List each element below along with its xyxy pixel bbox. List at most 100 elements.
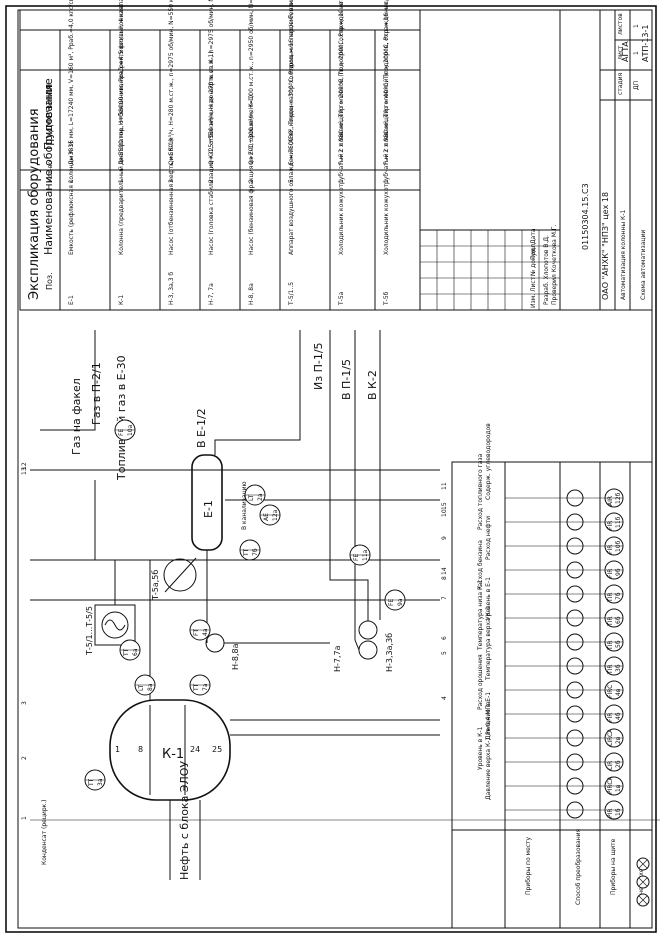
panel-label: Расход бензина <box>477 540 484 590</box>
row-qty: 2 <box>248 179 255 183</box>
sheet-name: Схема автоматизации <box>640 230 647 300</box>
person-1: Разраб. Хлопотов В.Д. <box>543 235 550 305</box>
instrument-tag: LT <box>138 684 145 691</box>
signal-number: 9 <box>441 536 448 540</box>
row-qty: 1 <box>68 179 75 183</box>
signal-number: 12 <box>21 462 28 470</box>
pump8-label: Н-8,8а <box>231 643 240 670</box>
row-qty: 1 <box>383 179 390 183</box>
instrument-num: 7а <box>202 683 209 691</box>
panel-tag: FIR <box>607 545 614 554</box>
tray-8: 8 <box>138 745 143 754</box>
row-name: Емкость (рефлюксная колонны К-1) <box>68 141 75 255</box>
panel-label: Температура верха К-1 <box>485 606 492 681</box>
panel-num: 6б <box>615 616 622 624</box>
condensate: Конденсат (рецирк.) <box>41 800 48 866</box>
from-p1: Из П-1/5 <box>312 342 325 390</box>
sheet: 1 <box>633 51 640 55</box>
automation-table: Приборы по месту Способ преобразования П… <box>451 423 653 929</box>
instrument-num: 7б <box>252 548 259 556</box>
row-qty: 1 <box>118 179 125 183</box>
row-note: Д=3836 мм, L=17240 мм, V=160 м³, Рраб.=4… <box>68 0 75 165</box>
panel-num: 2в <box>615 736 622 744</box>
signal-number: 7 <box>441 596 448 600</box>
row-qty: 2 <box>208 179 215 183</box>
panel-tag: PIR <box>607 808 614 818</box>
panel-label: Температура низа К-1 <box>477 580 484 651</box>
panel-num: 9б <box>615 568 622 576</box>
row-qty: 5 <box>288 179 295 183</box>
instrument-num: 11а <box>362 549 369 561</box>
header-name: Наименование оборудования <box>42 84 55 255</box>
panel-tag: TIR <box>607 592 614 603</box>
to-e12: В Е-1/2 <box>195 408 208 448</box>
header-pos: Поз. <box>45 272 54 290</box>
pump7-label: Н-7,7а <box>333 645 342 672</box>
panel-label: Содерж. углеводородов <box>485 423 492 500</box>
title-block: 01150304.15.С3 ОАО "АНХК" "НПЗ" цех 18 А… <box>419 9 653 311</box>
instrument-num: 8а <box>147 683 154 691</box>
panel-num: 10б <box>615 540 622 552</box>
title-role: Лист <box>530 276 537 292</box>
signal-number: 13 <box>21 467 28 475</box>
signal-number: 10 <box>441 509 448 517</box>
panel-label: Давление в Е-1 <box>485 692 492 740</box>
panel-num: 1б <box>615 808 622 816</box>
header-note: Примечание <box>42 78 55 150</box>
group: АТП-13-1 <box>641 25 650 62</box>
header-qty: Кол-во <box>47 161 54 182</box>
tray-25: 25 <box>212 745 222 754</box>
row-conversion: Способ преобразования <box>575 828 582 905</box>
vessel-label: Е-1 <box>202 500 215 518</box>
pump-n7 <box>358 620 378 640</box>
company: АГТА <box>621 41 630 62</box>
column-label: К-1 <box>162 747 184 762</box>
panel-num: 11б <box>615 516 622 528</box>
panel-label: Расход топливного газа <box>477 453 484 530</box>
instrument-tag: FT <box>193 629 200 636</box>
gas-to-flare: Газ на факел <box>70 378 83 455</box>
signal-number: 14 <box>441 567 448 575</box>
row-pos: Н-3, 3а,3 б <box>168 272 175 305</box>
panel-num: 4в <box>615 688 622 696</box>
sheet-border <box>5 5 657 933</box>
row-qty: 3 <box>168 179 175 183</box>
signal-number: 3 <box>21 701 28 705</box>
instrument-tag: FE <box>353 554 360 561</box>
instrument-num: 4а <box>202 628 209 636</box>
instrument-num: 6а <box>132 648 139 656</box>
tray-24: 24 <box>190 745 200 754</box>
panel-tag: FIR <box>607 521 614 530</box>
pump3-label: Н-3,3а,3б <box>385 633 394 672</box>
instrument-num: 9а <box>397 598 404 606</box>
row-pos: Т-5/1..5 <box>288 282 295 306</box>
sheets: 1 <box>633 24 640 28</box>
inner-frame <box>17 9 653 929</box>
panel-label: Уровень в Е-1 <box>485 577 492 620</box>
panel-tag: FIR <box>607 569 614 578</box>
to-k2: В К-2 <box>366 370 379 400</box>
row-note: Q=200÷300 м³/ч, Н=100 м.ст.ж., n=2950 об… <box>248 0 255 165</box>
row-pos: Н-7, 7а <box>208 283 215 305</box>
row-name: Холодильник кожухотрубчатый с плавающей … <box>338 0 345 255</box>
row-note: Q=325÷550 м³/ч, Н до 270 м.ст.ж., n=2975… <box>208 0 215 165</box>
row-name: Насос (головка стабилизации К-1, отбензи… <box>208 51 215 255</box>
instrument-num: 2а <box>257 493 264 501</box>
panel-tag: TIR <box>607 640 614 651</box>
signal-number: 2 <box>21 756 28 760</box>
pump-n3 <box>358 640 378 660</box>
row-field: Приборы по месту <box>525 836 532 895</box>
panel-tag: FIRC <box>607 685 614 698</box>
panel-tag: FIR <box>607 713 614 722</box>
oil-from: Нефть с блока ЭЛОУ <box>178 761 191 880</box>
instrument-tag: FE <box>118 429 125 436</box>
sheets-hdr: листов <box>617 13 624 35</box>
row-note: Q=560 м³/ч, Н=280 м.ст.ж., n=2975 об/мин… <box>168 0 175 165</box>
stage-hdr: стадия <box>617 72 624 95</box>
row-note: F = 2 x 980 м², Ттр = 40°С, Тк = 200°С, … <box>383 0 390 165</box>
row-name: Насос (бензиновая фракция из Е-1, орошен… <box>248 95 255 255</box>
doc-code: 01150304.15.С3 <box>581 183 590 250</box>
process-diagram: К-1 1 8 24 25 Е-1 Т-5/1...Т-5/5 Т-5а,5б … <box>21 330 660 880</box>
